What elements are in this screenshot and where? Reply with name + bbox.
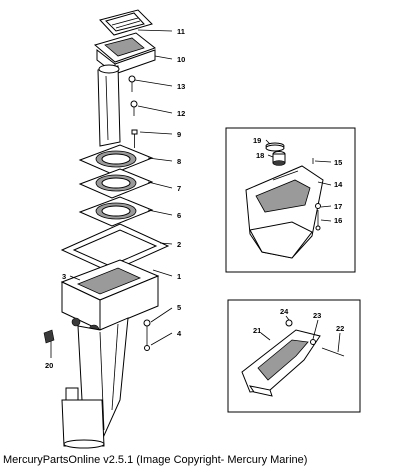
top-cover-plate — [99, 9, 153, 36]
callout-21: 21 — [253, 326, 261, 335]
callout-numbers: 11 10 13 12 9 8 7 6 2 1 3 5 4 20 19 18 1… — [45, 27, 344, 370]
adapter-plate-7 — [78, 168, 154, 199]
screw-12 — [130, 100, 138, 116]
callout-23: 23 — [313, 311, 321, 320]
callout-8: 8 — [177, 157, 181, 166]
callout-1: 1 — [177, 272, 181, 281]
callout-22: 22 — [336, 324, 344, 333]
screw-13 — [128, 75, 136, 92]
exhaust-riser-tube — [97, 64, 121, 147]
callout-24: 24 — [280, 307, 289, 316]
callout-19: 19 — [253, 136, 261, 145]
callout-17: 17 — [334, 202, 342, 211]
screw-5 — [143, 319, 151, 327]
copyright-footer: MercuryPartsOnline v2.5.1 (Image Copyrig… — [3, 454, 308, 466]
callout-20: 20 — [45, 361, 53, 370]
callout-6: 6 — [177, 211, 181, 220]
plug-20 — [43, 329, 55, 344]
callout-12: 12 — [177, 109, 185, 118]
housing-gasket-2 — [60, 223, 170, 273]
callout-14: 14 — [334, 180, 343, 189]
callout-10: 10 — [177, 55, 185, 64]
callout-11: 11 — [177, 27, 185, 36]
callout-5: 5 — [177, 303, 181, 312]
driveshaft-housing — [60, 259, 160, 449]
callout-15: 15 — [334, 158, 342, 167]
adapter-plate-6 — [78, 196, 154, 227]
callout-16: 16 — [334, 216, 342, 225]
inset-box-cowl — [225, 127, 356, 273]
screw-4 — [144, 326, 150, 351]
screw-9 — [131, 129, 138, 148]
callout-2: 2 — [177, 240, 181, 249]
leader-lines — [50, 29, 341, 358]
inset-box-skeg — [227, 299, 361, 413]
callout-9: 9 — [177, 130, 181, 139]
callout-18: 18 — [256, 151, 264, 160]
callout-13: 13 — [177, 82, 185, 91]
callout-7: 7 — [177, 184, 181, 193]
callout-3: 3 — [62, 272, 66, 281]
callout-4: 4 — [177, 329, 182, 338]
adapter-plate-8 — [78, 144, 154, 175]
